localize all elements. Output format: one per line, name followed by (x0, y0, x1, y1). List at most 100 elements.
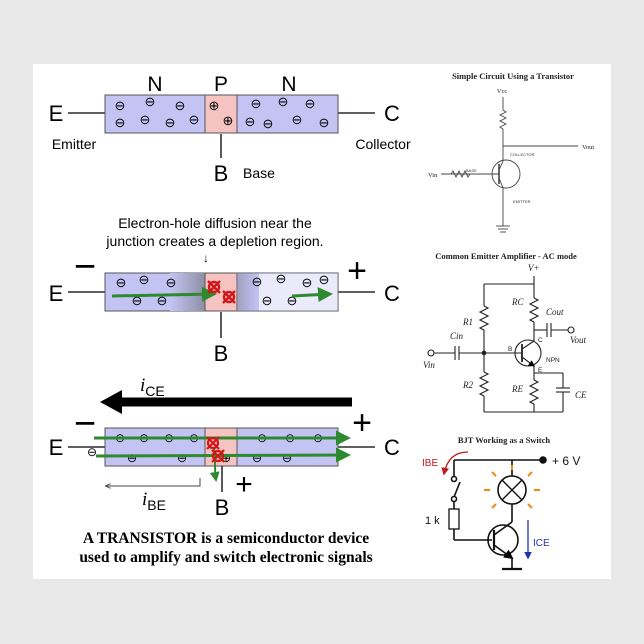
npn-label: NPN (546, 357, 560, 364)
collector-n-region (236, 427, 339, 467)
charge-minus: ⊖ (116, 275, 127, 290)
recombination-marks (207, 280, 236, 304)
vout-terminal (567, 326, 575, 334)
ice-label: i (140, 375, 145, 396)
r2-resistor (478, 371, 490, 397)
charge-minus: ⊖ (262, 293, 273, 308)
charge-minus: ⊖ (115, 98, 126, 113)
positive-terminal-sign: + (352, 404, 372, 442)
base-p-region (204, 94, 238, 134)
amplifier-labels: R1 R2 RC RE Cin Cout CE Vin Vout (423, 297, 587, 400)
poster-background (33, 64, 611, 579)
depletion-caption-line1: Electron-hole diffusion near the (118, 215, 312, 231)
charge-minus: ⊖ (139, 272, 150, 287)
ground-icon (496, 225, 510, 233)
charge-minus: ⊖ (292, 112, 303, 127)
electron-flow-arrow (291, 287, 333, 303)
current-flow-diagram: iCE ⊖ ⊖ ⊖ ⊖ ⊖ ⊖ ⊖ ⊖ ⊖ ⊖ ⊖ ⊖ ⊕ (49, 375, 400, 520)
charge-minus: ⊖ (302, 275, 313, 290)
charge-minus: ⊖ (319, 272, 330, 287)
amplifier-node-labels: B C E NPN (508, 337, 560, 374)
positive-terminal-sign: + (347, 252, 367, 290)
collector-n-region (236, 272, 339, 312)
base-node-label: BASE (466, 168, 477, 173)
rc-resistor (528, 297, 540, 323)
charge-minus: ⊖ (282, 451, 292, 465)
electron-flow-arrow (111, 286, 217, 302)
charge-minus: ⊖ (276, 271, 287, 286)
ice-arrowhead (100, 390, 122, 414)
ice-label: ICE (533, 538, 550, 549)
common-emitter-amplifier: Common Emitter Amplifier - AC mode V+ (423, 251, 587, 413)
recombination-marks (206, 436, 225, 463)
emitter-n-region (104, 94, 206, 134)
lamp-glow-rays (484, 465, 540, 509)
charge-minus: ⊖ (132, 293, 143, 308)
terminal-b: B (215, 495, 230, 520)
r1-label: R1 (462, 317, 473, 327)
terminal-c: C (384, 435, 400, 460)
simple-circuit-title: Simple Circuit Using a Transistor (452, 71, 574, 81)
node-e-label: E (538, 367, 543, 374)
switch-title: BJT Working as a Switch (458, 435, 551, 445)
collector-n-region (236, 94, 339, 134)
ice-subscript: CE (145, 383, 164, 399)
depletion-right (237, 273, 259, 311)
vplus-label: V+ (528, 263, 540, 273)
ibe-label: i (142, 489, 147, 510)
depletion-diagram: Electron-hole diffusion near the junctio… (49, 215, 400, 366)
charge-minus: ⊖ (252, 451, 262, 465)
region-n2-label: N (281, 73, 296, 96)
charge-minus: ⊖ (140, 112, 151, 127)
caption-line1: A TRANSISTOR is a semiconductor device (83, 530, 369, 547)
charge-plus: ⊕ (221, 451, 231, 465)
re-label: RE (511, 384, 523, 394)
charge-plus: ⊕ (209, 98, 220, 113)
npn-structure-top: N P N ⊖ ⊖ ⊖ ⊖ ⊖ ⊖ ⊖ ⊖ ⊖ ⊖ ⊖ ⊖ ⊖ ⊖ ⊕ ⊕ E … (49, 73, 411, 186)
svg-text:iBE: iBE (142, 489, 166, 513)
emitter-label: Emitter (52, 136, 97, 152)
bjt-switch-diagram: BJT Working as a Switch + 6 V 1 k (422, 435, 580, 571)
charge-minus: ⊖ (157, 293, 168, 308)
electron-charges: ⊖ ⊖ ⊖ ⊖ ⊖ ⊖ ⊖ ⊖ ⊖ ⊖ ⊖ (116, 271, 330, 308)
r1-resistor (478, 305, 490, 331)
switch-contact (450, 495, 458, 503)
collector-resistor (498, 109, 508, 130)
supply-terminal (539, 456, 547, 464)
terminal-c: C (384, 101, 400, 126)
depletion-left (170, 273, 205, 311)
charge-minus: ⊖ (278, 94, 289, 109)
vcc-label: Vcc (497, 88, 508, 95)
charge-minus: ⊖ (175, 98, 186, 113)
ibe-label: IBE (422, 458, 438, 469)
charge-plus: ⊕ (223, 113, 234, 128)
terminal-e: E (49, 435, 64, 460)
negative-terminal-sign: − (74, 403, 96, 445)
ibe-subscript: BE (147, 497, 166, 513)
charge-minus: ⊖ (145, 94, 156, 109)
terminal-e: E (49, 281, 64, 306)
collector-label: Collector (355, 136, 411, 152)
emitter-node-label: EMITTER (513, 199, 531, 204)
terminal-b: B (214, 341, 229, 366)
re-resistor (528, 379, 540, 405)
base-positive-sign: + (235, 468, 253, 501)
region-p-label: P (214, 73, 228, 96)
charge-minus: ⊖ (189, 112, 200, 127)
vout-label: Vout (570, 335, 587, 345)
vin-terminal (427, 349, 435, 357)
cin-label: Cin (450, 331, 464, 341)
charge-minus: ⊖ (166, 275, 177, 290)
simple-circuit-diagram: Simple Circuit Using a Transistor Vcc Vo… (428, 71, 594, 233)
negative-terminal-sign: − (74, 246, 96, 288)
vin-label: Vin (423, 360, 435, 370)
charge-minus: ⊖ (165, 115, 176, 130)
resistor-label: 1 k (425, 515, 440, 527)
charge-minus: ⊖ (245, 114, 256, 129)
base-label: Base (243, 165, 275, 181)
terminal-b: B (214, 161, 229, 186)
charge-minus: ⊖ (252, 274, 263, 289)
rc-label: RC (511, 297, 524, 307)
charge-minus: ⊖ (319, 115, 330, 130)
